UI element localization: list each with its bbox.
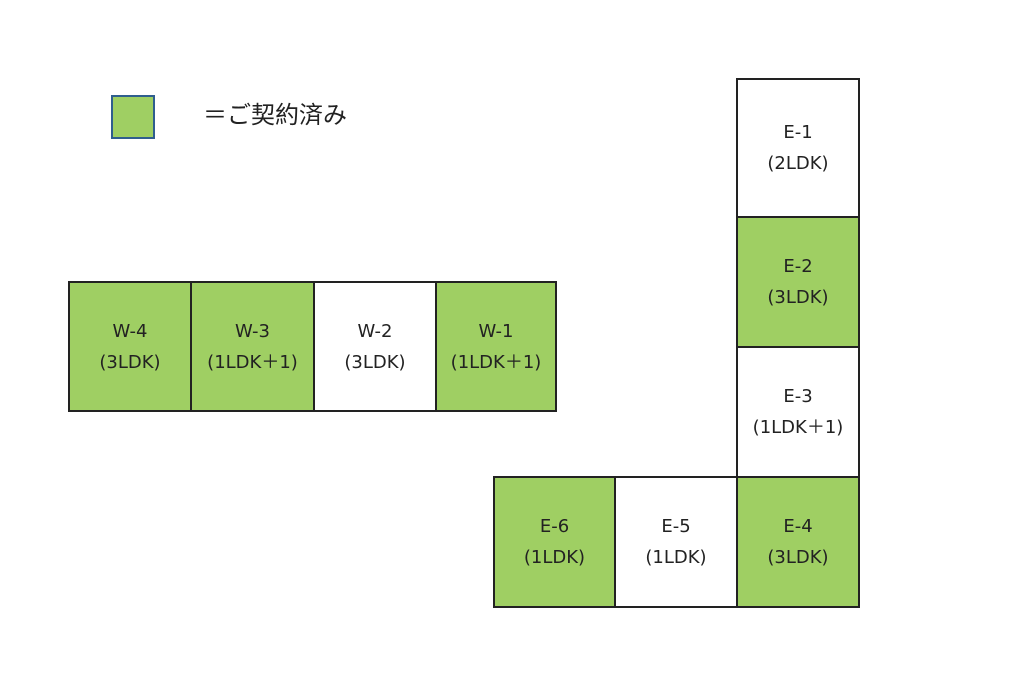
unit-code: E-5 bbox=[661, 516, 691, 537]
legend-swatch-contracted bbox=[111, 95, 155, 139]
unit-code: W-2 bbox=[357, 320, 393, 342]
unit-e4[interactable]: E-4 (3LDK) bbox=[736, 476, 860, 608]
unit-e1[interactable]: E-1 (2LDK) bbox=[736, 78, 860, 218]
unit-type: (1LDK＋1) bbox=[207, 351, 298, 373]
unit-type: (3LDK) bbox=[344, 351, 406, 373]
unit-code: E-3 bbox=[783, 386, 813, 407]
unit-w3[interactable]: W-3 (1LDK＋1) bbox=[190, 281, 315, 412]
unit-e2[interactable]: E-2 (3LDK) bbox=[736, 216, 860, 348]
unit-code: E-4 bbox=[783, 516, 813, 537]
unit-w2[interactable]: W-2 (3LDK) bbox=[313, 281, 437, 412]
unit-e6[interactable]: E-6 (1LDK) bbox=[493, 476, 616, 608]
unit-type: (1LDK) bbox=[645, 547, 707, 568]
unit-code: E-2 bbox=[783, 256, 813, 277]
unit-w1[interactable]: W-1 (1LDK＋1) bbox=[435, 281, 557, 412]
unit-code: W-3 bbox=[234, 320, 270, 342]
legend-label: ＝ご契約済み bbox=[203, 101, 347, 129]
unit-code: W-4 bbox=[112, 320, 148, 342]
unit-type: (1LDK＋1) bbox=[752, 417, 844, 438]
unit-code: W-1 bbox=[478, 320, 514, 342]
unit-type: (3LDK) bbox=[99, 351, 161, 373]
unit-type: (2LDK) bbox=[767, 153, 829, 174]
unit-type: (1LDK) bbox=[523, 547, 586, 568]
unit-type: (3LDK) bbox=[767, 547, 829, 568]
unit-code: E-1 bbox=[783, 122, 813, 143]
unit-type: (3LDK) bbox=[767, 287, 829, 308]
unit-e5[interactable]: E-5 (1LDK) bbox=[614, 476, 738, 608]
unit-e3[interactable]: E-3 (1LDK＋1) bbox=[736, 346, 860, 478]
unit-type: (1LDK＋1) bbox=[450, 351, 542, 373]
unit-w4[interactable]: W-4 (3LDK) bbox=[68, 281, 192, 412]
unit-code: E-6 bbox=[539, 516, 570, 537]
